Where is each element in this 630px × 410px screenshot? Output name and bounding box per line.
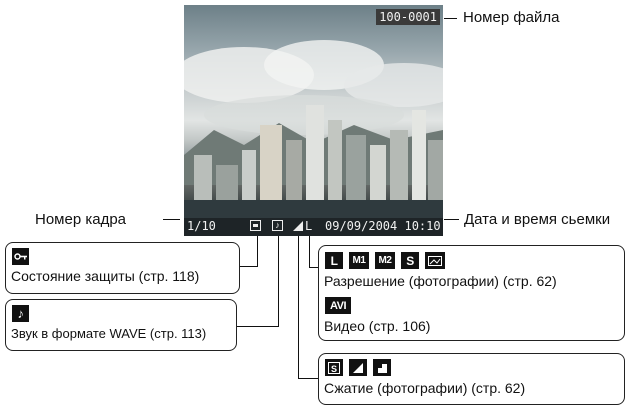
normal-icon — [373, 359, 391, 376]
note-icon: ♪ — [12, 305, 29, 322]
sound-osd-icon: ♪ — [272, 220, 283, 231]
resolution-m1-icon: M1 — [349, 252, 369, 269]
datetime-callout: Дата и время сьемки — [464, 211, 611, 228]
compression-osd-icon — [293, 221, 303, 231]
resolution-m2-icon: M2 — [375, 252, 395, 269]
resolution-box: L M1 M2 S Разрешение (фотографии) (стр. … — [318, 245, 625, 341]
superfine-icon: S — [325, 359, 343, 376]
compression-box: S Сжатие (фотографии) (стр. 62) — [318, 353, 625, 405]
camera-screen: 100-0001 1/10 ♪ L 09/09/2004 10:10 — [184, 5, 443, 236]
city-skyline-photo — [184, 40, 443, 236]
protection-leader-v — [257, 236, 258, 266]
datetime-leader — [444, 219, 459, 220]
datetime-osd: 09/09/2004 10:10 — [325, 219, 441, 233]
fine-icon — [349, 359, 367, 376]
frame-number-callout: Номер кадра — [35, 211, 127, 228]
avi-icon: AVI — [325, 297, 351, 314]
file-number-leader — [444, 18, 457, 19]
protection-box: Состояние защиты (стр. 118) — [5, 242, 240, 294]
sound-text: Звук в формате WAVE (стр. 113) — [11, 326, 207, 341]
frame-number-leader — [163, 219, 180, 220]
sound-box: ♪ Звук в формате WAVE (стр. 113) — [5, 299, 237, 351]
resolution-s-icon: S — [401, 252, 419, 269]
video-text: Видео (стр. 106) — [324, 318, 431, 334]
protect-osd-icon — [250, 220, 261, 231]
resolution-osd: L — [305, 219, 313, 233]
protection-text: Состояние защиты (стр. 118) — [11, 268, 200, 284]
file-number-osd: 100-0001 — [376, 9, 440, 25]
frame-counter-osd: 1/10 — [187, 219, 216, 233]
compression-text: Сжатие (фотографии) (стр. 62) — [324, 380, 526, 396]
sound-leader-v — [278, 236, 279, 326]
file-number-callout: Номер файла — [463, 9, 560, 26]
resolution-leader-h — [309, 267, 318, 268]
compression-leader-v — [298, 236, 299, 379]
svg-text:S: S — [331, 364, 337, 374]
sound-leader-h — [236, 326, 279, 327]
resolution-leader-v — [309, 236, 310, 268]
key-icon — [12, 248, 29, 265]
protection-leader-h — [240, 266, 258, 267]
postcard-icon — [425, 252, 445, 269]
resolution-l-icon: L — [325, 252, 343, 269]
resolution-text: Разрешение (фотографии) (стр. 62) — [324, 273, 557, 289]
compression-leader-h — [298, 378, 318, 379]
